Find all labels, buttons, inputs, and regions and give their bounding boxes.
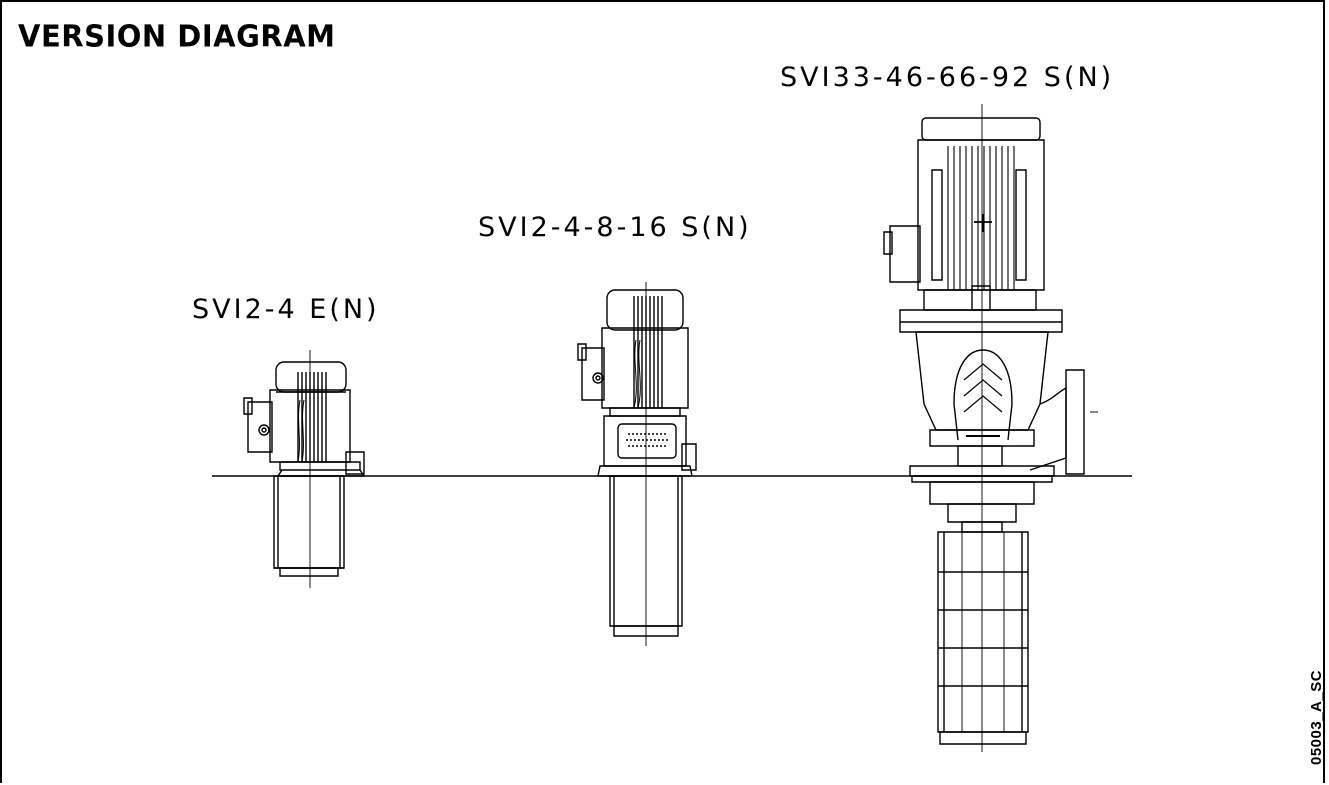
pump-small [244,350,364,588]
pump-label-large: SVI33-46-66-92 S(N) [780,62,1115,93]
pump-label-medium: SVI2-4-8-16 S(N) [478,212,752,243]
diagram-title: VERSION DIAGRAM [18,18,336,54]
pump-label-small: SVI2-4 E(N) [192,294,380,325]
pump-medium [578,282,696,646]
pump-large [884,104,1098,752]
